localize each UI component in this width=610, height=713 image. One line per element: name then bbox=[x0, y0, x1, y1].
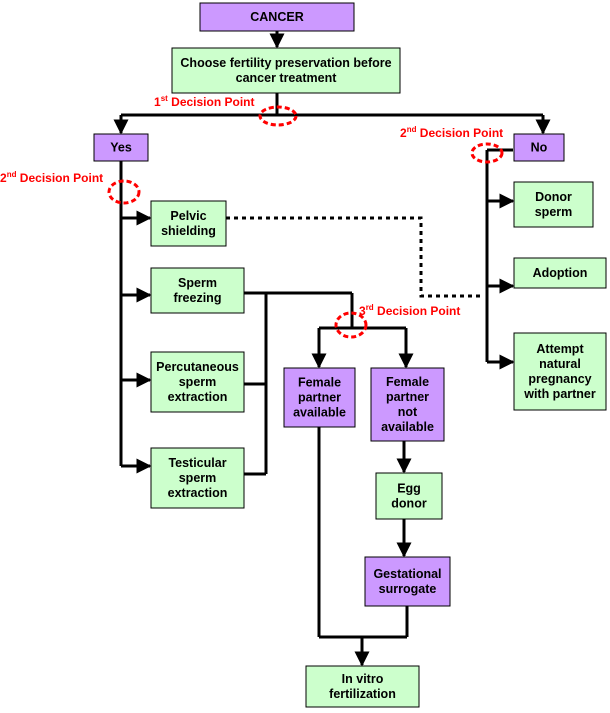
node-female-partner-available-box bbox=[283, 367, 356, 428]
node-percutaneous-sperm-extraction-label: extraction bbox=[168, 390, 228, 404]
decision-label-second-right: 2nd Decision Point bbox=[400, 125, 503, 140]
node-attempt-natural-pregnancy-label: pregnancy bbox=[528, 372, 591, 386]
node-sperm-freezing-label: freezing bbox=[174, 291, 222, 305]
decision-ellipse-third bbox=[334, 311, 368, 339]
decision-labels: 1st Decision Point 2nd Decision Point 2n… bbox=[0, 94, 503, 318]
node-female-partner-available-label: partner bbox=[298, 391, 341, 405]
node-cancer-box bbox=[199, 2, 355, 32]
node-attempt-natural-pregnancy-box bbox=[513, 332, 607, 411]
node-yes-box bbox=[93, 133, 149, 162]
node-egg-donor-label: donor bbox=[391, 497, 427, 511]
node-sperm-freezing-box bbox=[150, 267, 245, 314]
node-adoption-box bbox=[513, 257, 607, 289]
node-pelvic-shielding-label: Pelvic bbox=[170, 209, 206, 223]
node-adoption-label: Adoption bbox=[533, 266, 588, 280]
node-choose-fertility-preservation-label: Choose fertility preservation before bbox=[180, 56, 391, 70]
node-pelvic-shielding-label: shielding bbox=[161, 224, 216, 238]
node-choose-fertility-preservation-label: cancer treatment bbox=[236, 71, 338, 85]
flowchart-boxes: CANCER Choose fertility preservation befo… bbox=[93, 2, 607, 708]
node-in-vitro-fertilization-label: fertilization bbox=[329, 687, 396, 701]
decision-ellipse-second-left bbox=[107, 179, 141, 205]
node-egg-donor-box bbox=[375, 472, 443, 520]
node-no: No bbox=[513, 133, 565, 162]
node-donor-sperm-box bbox=[513, 181, 594, 228]
node-female-partner-not-available-label: not bbox=[398, 405, 418, 419]
node-female-partner-not-available-box bbox=[370, 367, 445, 442]
node-cancer-label: CANCER bbox=[250, 10, 303, 24]
node-female-partner-not-available-label: available bbox=[381, 420, 434, 434]
node-testicular-sperm-extraction-label: extraction bbox=[168, 486, 228, 500]
node-no-box bbox=[513, 133, 565, 162]
node-choose-fertility-preservation: Choose fertility preservation beforecanc… bbox=[171, 47, 401, 94]
node-donor-sperm-label: sperm bbox=[535, 205, 573, 219]
node-attempt-natural-pregnancy-label: Attempt bbox=[536, 342, 584, 356]
node-percutaneous-sperm-extraction-label: Percutaneous bbox=[156, 360, 239, 374]
node-in-vitro-fertilization-box bbox=[305, 665, 420, 708]
node-pelvic-shielding-box bbox=[150, 200, 227, 247]
node-female-partner-not-available-label: partner bbox=[386, 390, 429, 404]
node-female-partner-available-label: available bbox=[293, 406, 346, 420]
node-percutaneous-sperm-extraction-box bbox=[150, 351, 245, 413]
node-gestational-surrogate-label: surrogate bbox=[379, 582, 437, 596]
node-testicular-sperm-extraction-label: sperm bbox=[179, 471, 217, 485]
connectors bbox=[113, 31, 551, 667]
decision-ellipses bbox=[107, 105, 504, 339]
node-gestational-surrogate-box bbox=[364, 556, 451, 607]
node-sperm-freezing-label: Sperm bbox=[178, 276, 217, 290]
node-attempt-natural-pregnancy-label: with partner bbox=[523, 387, 596, 401]
decision-ellipse-first bbox=[258, 105, 298, 127]
decision-label-first: 1st Decision Point bbox=[154, 94, 255, 109]
dotted-link-pelvic-to-no bbox=[226, 216, 482, 298]
node-egg-donor-label: Egg bbox=[397, 482, 421, 496]
node-donor-sperm-label: Donor bbox=[535, 190, 572, 204]
node-testicular-sperm-extraction-label: Testicular bbox=[168, 456, 226, 470]
node-testicular-sperm-extraction-box bbox=[150, 447, 245, 509]
decision-ellipse-second-right bbox=[470, 142, 504, 164]
node-yes-label: Yes bbox=[110, 141, 132, 155]
node-cancer: CANCER bbox=[199, 2, 355, 32]
node-adoption: Adoption bbox=[513, 257, 607, 289]
decision-label-third: 3rd Decision Point bbox=[359, 303, 460, 318]
node-in-vitro-fertilization-label: In vitro bbox=[342, 672, 384, 686]
node-female-partner-not-available-label: Female bbox=[386, 375, 429, 389]
node-gestational-surrogate-label: Gestational bbox=[373, 567, 441, 581]
node-no-label: No bbox=[531, 141, 548, 155]
node-female-partner-available-label: Female bbox=[298, 376, 341, 390]
node-attempt-natural-pregnancy-label: natural bbox=[539, 357, 581, 371]
decision-label-second-left: 2nd Decision Point bbox=[0, 170, 103, 185]
node-yes: Yes bbox=[93, 133, 149, 162]
node-choose-fertility-preservation-box bbox=[171, 47, 401, 94]
node-percutaneous-sperm-extraction-label: sperm bbox=[179, 375, 217, 389]
